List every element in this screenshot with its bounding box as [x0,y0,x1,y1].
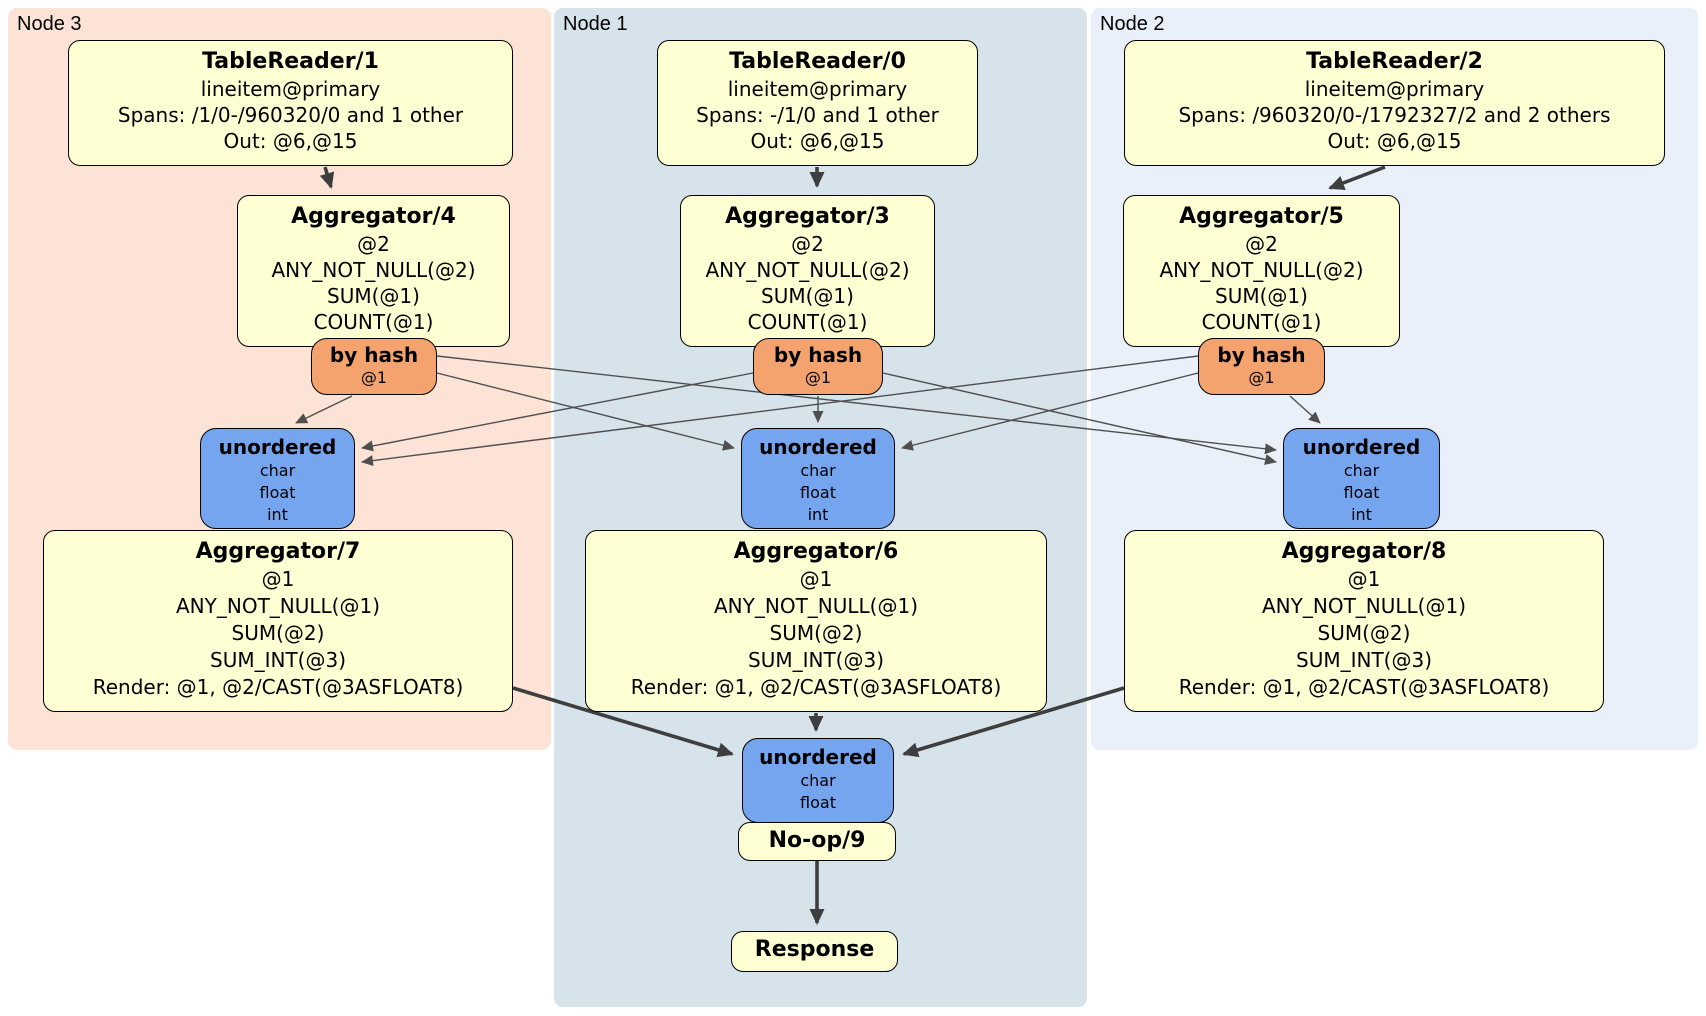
sync-type: float [1343,483,1380,502]
router-title: by hash [329,343,419,367]
processor-line: @1 [1347,567,1381,591]
processor-line: SUM_INT(@3) [748,648,884,672]
sync-type: char [800,771,836,790]
sync-type: int [1351,505,1372,524]
processor-line: Render: @1, @2/CAST(@3ASFLOAT8) [92,675,464,699]
processor-line: SUM(@1) [1215,284,1308,308]
sync-title: unordered [1302,435,1421,459]
processor-line: SUM_INT(@3) [1296,648,1432,672]
processor-line: Render: @1, @2/CAST(@3ASFLOAT8) [630,675,1002,699]
router-by-hash-node2: by hash @1 [1198,338,1325,395]
processor-aggregator-4: Aggregator/4 @2 ANY_NOT_NULL(@2) SUM(@1)… [237,195,510,347]
processor-title: TableReader/1 [202,49,379,74]
sync-title: unordered [759,435,877,459]
processor-line: @2 [357,232,390,256]
processor-line: @1 [799,567,833,591]
router-by-hash-node1: by hash @1 [753,338,883,395]
processor-line: ANY_NOT_NULL(@2) [705,258,910,282]
processor-line: SUM(@2) [769,621,863,645]
processor-aggregator-5: Aggregator/5 @2 ANY_NOT_NULL(@2) SUM(@1)… [1123,195,1400,347]
processor-tablereader-0: TableReader/0 lineitem@primary Spans: -/… [657,40,978,166]
sync-type: char [259,461,296,480]
processor-title: TableReader/2 [1306,49,1483,74]
processor-line: Out: @6,@15 [1327,129,1462,153]
processor-tablereader-2: TableReader/2 lineitem@primary Spans: /9… [1124,40,1665,166]
router-title: by hash [773,343,863,367]
processor-title: Aggregator/8 [1281,539,1447,564]
processor-aggregator-3: Aggregator/3 @2 ANY_NOT_NULL(@2) SUM(@1)… [680,195,935,347]
processor-line: @1 [261,567,295,591]
processor-line: ANY_NOT_NULL(@1) [176,594,380,618]
sync-type: float [800,793,836,812]
sync-unordered-node3: unordered char float int [200,428,355,529]
processor-aggregator-6: Aggregator/6 @1 ANY_NOT_NULL(@1) SUM(@2)… [585,530,1047,712]
processor-aggregator-7: Aggregator/7 @1 ANY_NOT_NULL(@1) SUM(@2)… [43,530,513,712]
processor-line: SUM(@1) [761,284,854,308]
processor-line: Spans: -/1/0 and 1 other [696,103,939,127]
sync-type: float [259,483,296,502]
sync-type: int [267,505,288,524]
processor-line: COUNT(@1) [313,310,434,334]
processor-line: COUNT(@1) [747,310,868,334]
processor-line: lineitem@primary [1304,77,1485,101]
sync-title: unordered [759,745,877,769]
processor-title: Aggregator/3 [725,204,890,229]
processor-line: ANY_NOT_NULL(@2) [1159,258,1364,282]
processor-line: Out: @6,@15 [223,129,358,153]
router-detail: @1 [1248,368,1275,387]
processor-title: Aggregator/5 [1179,204,1344,229]
processor-line: Spans: /960320/0-/1792327/2 and 2 others [1178,103,1611,127]
processor-line: SUM(@2) [231,621,325,645]
sync-type: int [807,505,829,524]
router-detail: @1 [360,368,388,387]
processor-response: Response [731,931,898,972]
processor-line: @2 [791,232,824,256]
sync-unordered-node1: unordered char float int [741,428,895,529]
processor-line: Spans: /1/0-/960320/0 and 1 other [117,103,464,127]
processor-line: SUM(@2) [1317,621,1411,645]
processor-line: SUM(@1) [327,284,420,308]
router-by-hash-node3: by hash @1 [311,338,437,395]
processor-line: ANY_NOT_NULL(@1) [1262,594,1466,618]
flow-edges [319,165,1386,925]
processor-line: lineitem@primary [727,77,908,101]
panel-node2-label: Node 2 [1100,13,1165,35]
router-detail: @1 [804,368,832,387]
processor-aggregator-8: Aggregator/8 @1 ANY_NOT_NULL(@1) SUM(@2)… [1124,530,1604,712]
processor-line: lineitem@primary [200,77,381,101]
processor-line: ANY_NOT_NULL(@1) [714,594,918,618]
processor-title: Aggregator/7 [195,539,361,564]
panel-node1-label: Node 1 [563,13,628,35]
processor-line: @2 [1245,232,1278,256]
processor-line: Render: @1, @2/CAST(@3ASFLOAT8) [1178,675,1550,699]
processor-title: Aggregator/6 [733,539,899,564]
router-title: by hash [1217,343,1306,367]
processor-line: Out: @6,@15 [750,129,885,153]
hash-distribution-edges [295,355,1321,467]
processor-noop-9: No-op/9 [738,822,896,861]
processor-line: SUM_INT(@3) [210,648,346,672]
sync-unordered-final: unordered char float [742,738,894,823]
sync-type: char [1343,461,1380,480]
processor-tablereader-1: TableReader/1 lineitem@primary Spans: /1… [68,40,513,166]
processor-title: TableReader/0 [729,49,906,74]
sync-type: float [800,483,836,502]
processor-line: COUNT(@1) [1201,310,1322,334]
processor-line: ANY_NOT_NULL(@2) [271,258,476,282]
sync-type: char [800,461,836,480]
processor-title: No-op/9 [768,828,866,853]
processor-title: Response [754,937,875,962]
sync-unordered-node2: unordered char float int [1283,428,1440,529]
panel-node3-label: Node 3 [17,13,82,35]
sync-title: unordered [218,435,337,459]
processor-title: Aggregator/4 [291,204,456,229]
